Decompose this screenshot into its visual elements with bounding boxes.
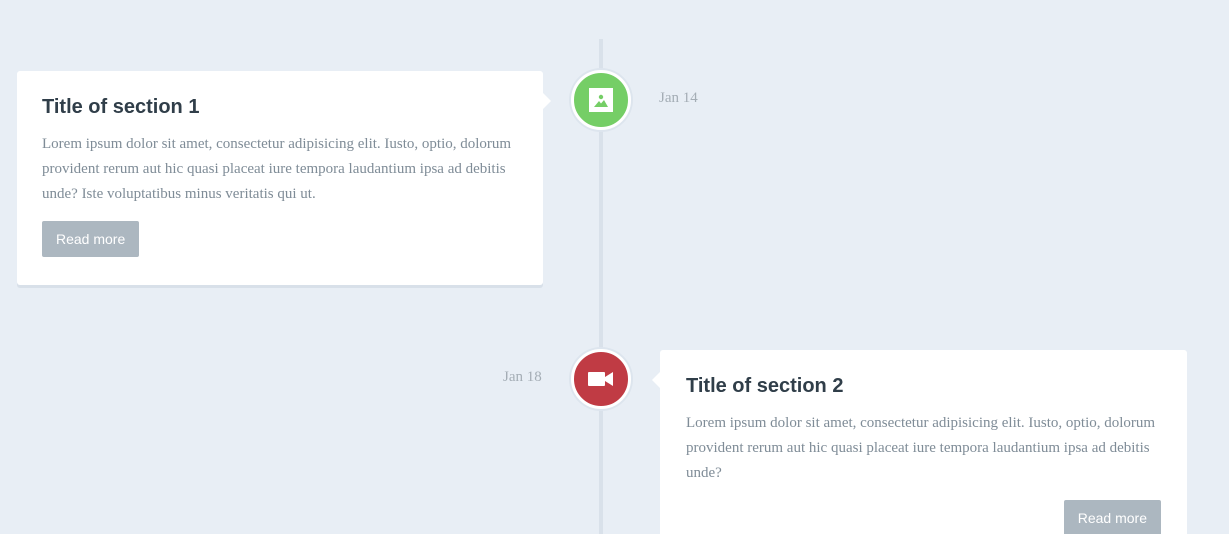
card-title: Title of section 2: [686, 375, 844, 397]
card-text: Lorem ipsum dolor sit amet, consectetur …: [42, 136, 512, 202]
picture-icon: [589, 88, 613, 112]
read-more-button[interactable]: Read more: [42, 221, 140, 257]
read-more-button[interactable]: Read more: [1063, 500, 1161, 534]
video-camera-icon: [588, 372, 613, 386]
button-row: Read more: [686, 486, 1161, 534]
timeline-date-2: Jan 18: [503, 369, 542, 385]
timeline-marker-1: [571, 70, 631, 130]
card-title: Title of section 1: [42, 96, 200, 118]
timeline-card-1: Title of section 1 Lorem ipsum dolor sit…: [17, 71, 551, 285]
timeline-date-1: Jan 14: [659, 90, 698, 106]
timeline-card-2: Title of section 2 Lorem ipsum dolor sit…: [652, 350, 1187, 534]
timeline-line: [599, 39, 603, 534]
timeline-marker-2: [571, 349, 631, 409]
card-text: Lorem ipsum dolor sit amet, consectetur …: [686, 415, 1156, 481]
